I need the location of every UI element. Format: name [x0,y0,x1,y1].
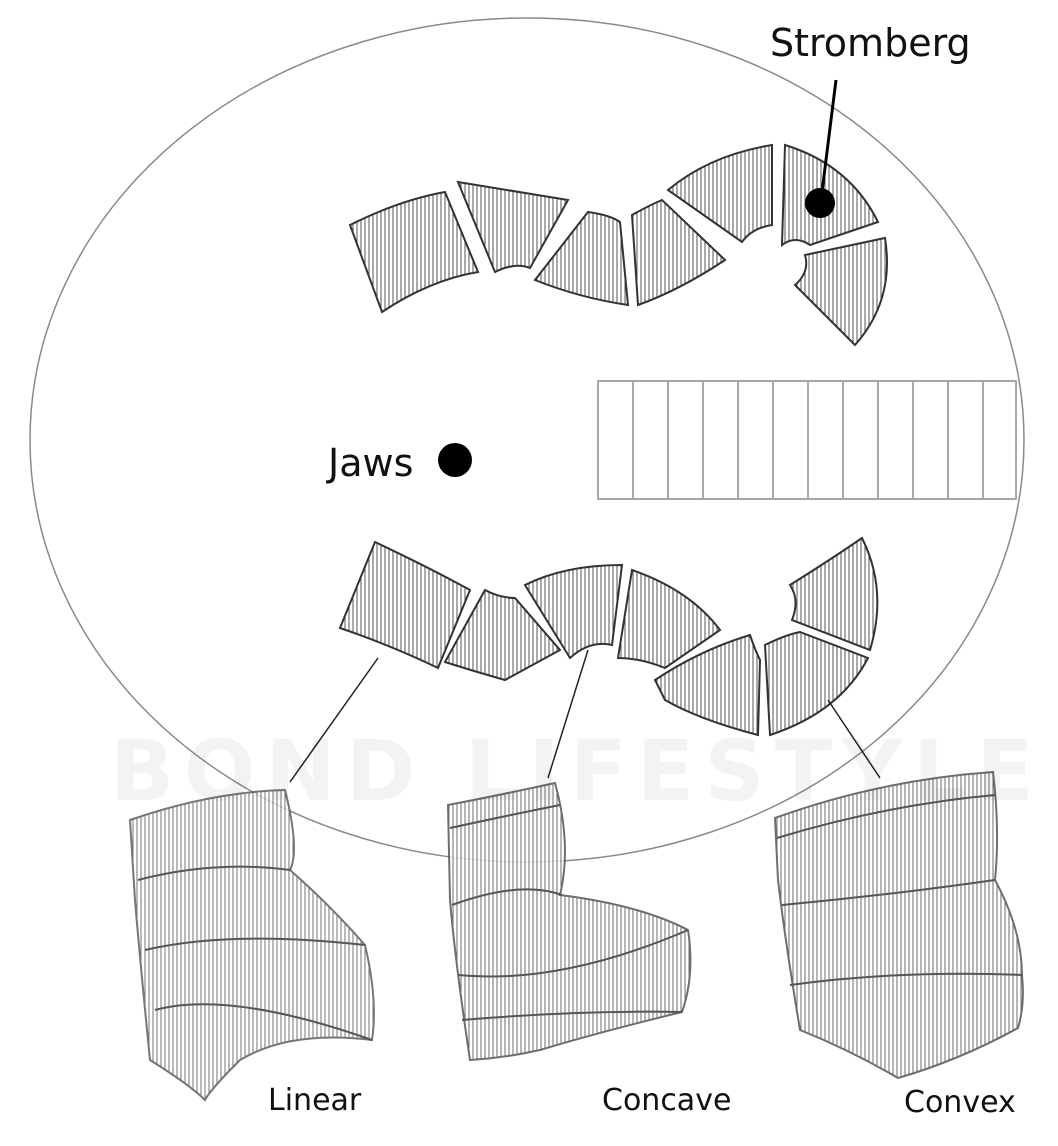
stromberg-label: Stromberg [770,21,971,65]
lower-segment-1 [338,540,472,670]
lower-sofa [338,536,879,737]
stromberg-marker [805,188,835,218]
jaws-marker [438,443,472,477]
linear-leader-line [289,657,379,783]
convex-label: Convex [904,1085,1016,1120]
linear-label: Linear [268,1083,362,1118]
lower-segment-6 [763,630,870,737]
linear-chair-drawing [128,788,375,1102]
upper-sofa [348,143,888,347]
concave-chair-drawing [446,781,692,1062]
lower-segment-4 [616,568,722,670]
convex-leader-line [827,699,881,779]
stromberg-leader-line [820,79,838,193]
upper-segment-7 [793,236,888,347]
lower-segment-5 [653,633,762,737]
lower-segment-3 [523,563,624,660]
staircase [597,380,1017,500]
convex-chair-drawing [773,770,1024,1080]
watermark: BOND LIFESTYLE [110,722,1044,820]
upper-segment-4 [630,198,727,307]
concave-leader-line [547,649,589,779]
upper-segment-1 [348,190,480,314]
upper-segment-5 [666,143,773,244]
lower-segment-7 [788,536,879,652]
upper-segment-2 [456,180,570,274]
concave-label: Concave [602,1083,732,1118]
upper-segment-3 [533,210,630,307]
jaws-label: Jaws [328,441,414,485]
lower-segment-2 [443,588,562,682]
